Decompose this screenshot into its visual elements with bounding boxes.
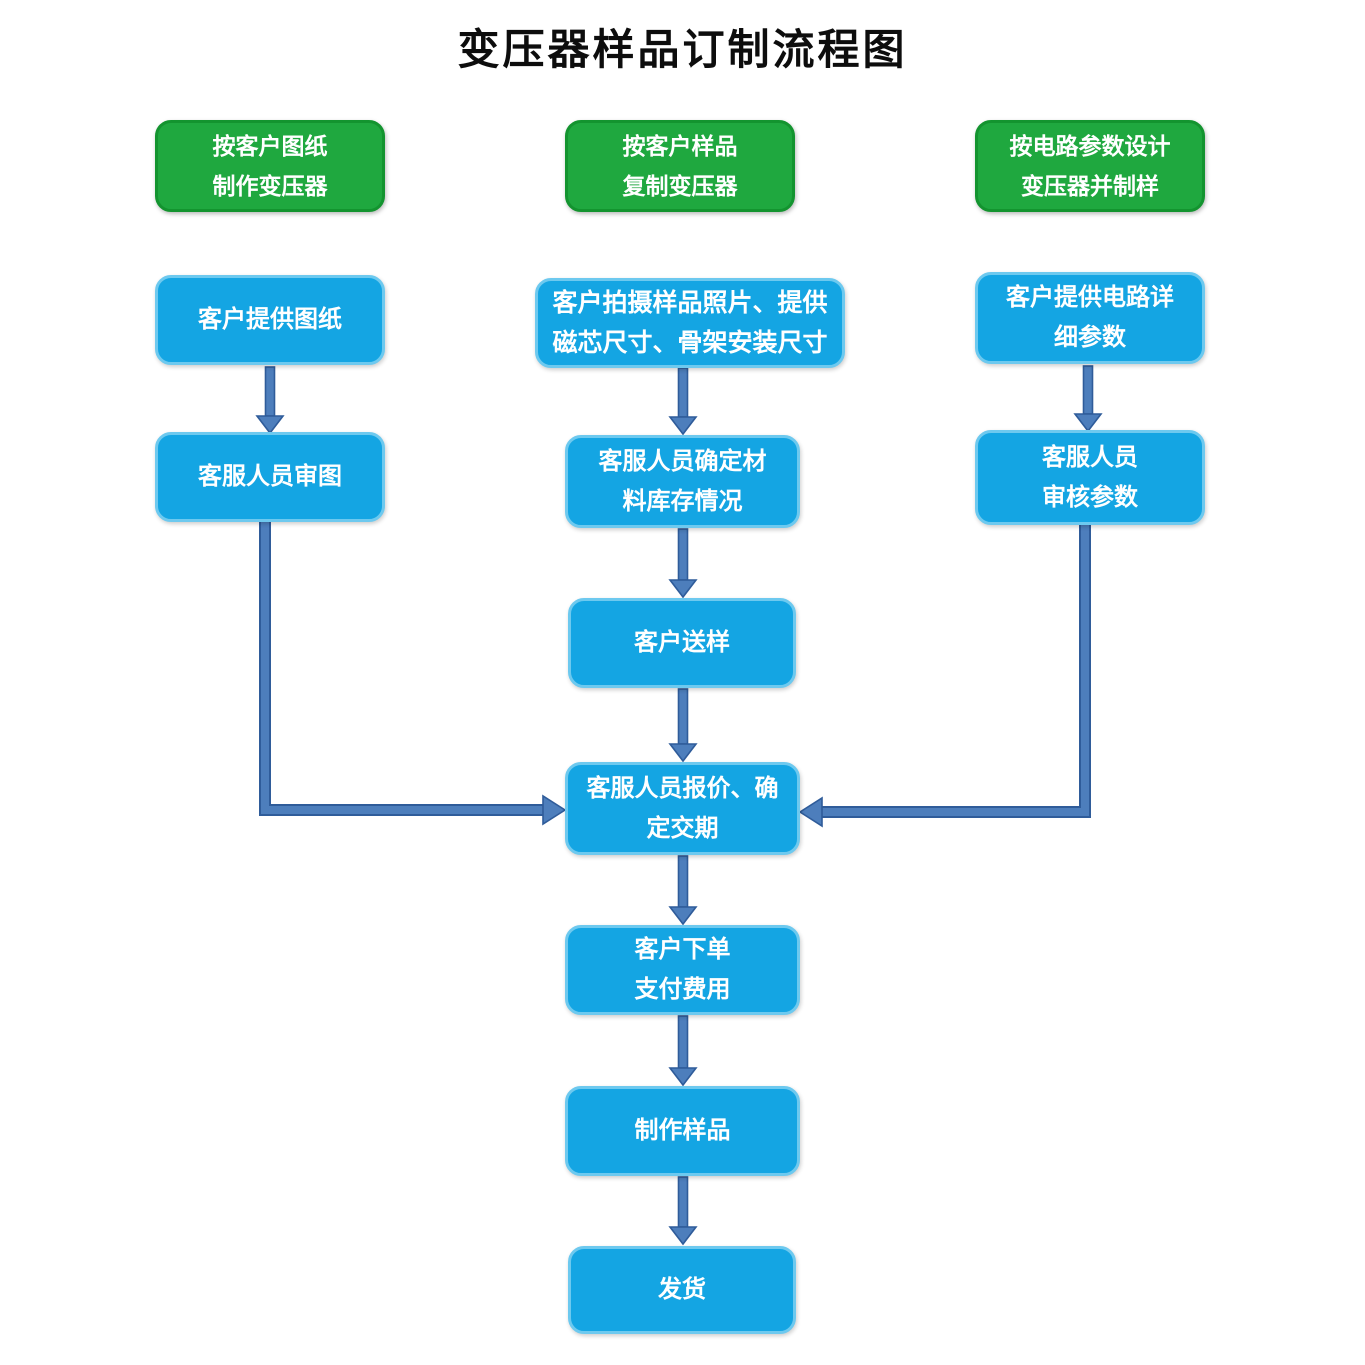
node-customer-photos-dimensions: 客户拍摄样品照片、提供 磁芯尺寸、骨架安装尺寸 [535, 278, 845, 368]
node-service-checks-inventory: 客服人员确定材 料库存情况 [565, 435, 800, 528]
arrow-mid-col-down-3 [668, 688, 698, 763]
node-customer-provides-drawing: 客户提供图纸 [155, 275, 385, 365]
header-copy-by-sample: 按客户样品 复制变压器 [565, 120, 795, 212]
diagram-title: 变压器样品订制流程图 [457, 28, 908, 74]
arrow-mid-col-down-1 [668, 367, 698, 436]
arrow-mid-col-down-6 [668, 1176, 698, 1246]
node-ship-goods: 发货 [568, 1246, 796, 1334]
arrow-left-col-down [255, 366, 285, 435]
node-customer-order-payment: 客户下单 支付费用 [565, 925, 800, 1015]
node-service-reviews-drawing: 客服人员审图 [155, 432, 385, 522]
node-service-reviews-params: 客服人员 审核参数 [975, 430, 1205, 525]
arrow-mid-col-down-4 [668, 855, 698, 926]
connector-right-elbow [798, 525, 1091, 828]
arrow-mid-col-down-2 [668, 528, 698, 599]
header-make-by-drawing: 按客户图纸 制作变压器 [155, 120, 385, 212]
node-customer-sends-sample: 客户送样 [568, 598, 796, 688]
node-make-sample: 制作样品 [565, 1086, 800, 1176]
connector-left-elbow [259, 522, 567, 826]
arrow-mid-col-down-5 [668, 1015, 698, 1087]
node-customer-provides-circuit-params: 客户提供电路详 细参数 [975, 272, 1205, 364]
header-design-by-parameters: 按电路参数设计 变压器并制样 [975, 120, 1205, 212]
node-service-quote-leadtime: 客服人员报价、确 定交期 [565, 762, 800, 855]
arrow-right-col-down [1073, 365, 1103, 433]
